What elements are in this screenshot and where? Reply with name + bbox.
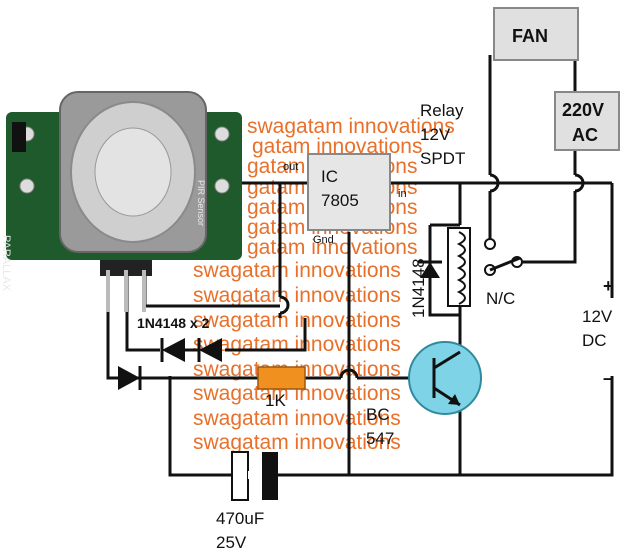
coil-winding-icon [456,231,466,305]
pin-vcc [142,270,146,312]
diode-icon [199,338,222,362]
watermark-line: swagatam innovations [193,309,401,332]
wire-crossover-3 [489,173,500,193]
pin-out [124,270,128,312]
transistor-collector [433,350,461,370]
capacitor-plate-positive [231,451,249,501]
transistor-bc547: BC 547 [366,341,482,448]
regulator-out-label: out [283,161,298,173]
board-text: PIR Sensor [196,180,206,226]
regulator-part: 7805 [321,191,359,210]
wire-flyback [428,225,460,317]
relay: Relay 12V SPDT N/C [420,101,523,308]
supply-voltage: 12V [582,307,613,326]
pir-lens-icon [94,127,172,217]
mounting-hole-icon [214,178,230,194]
wire-relay-no [520,191,577,264]
supply-minus: – [603,368,613,388]
transistor-label: BC [366,405,390,424]
relay-label: Relay [420,101,464,120]
transistor-part: 547 [366,429,394,448]
regulator-7805: IC 7805 out in Gnd [283,153,407,246]
pin-gnd [106,270,110,312]
capacitor-plate-negative [262,452,278,500]
mains-source: 220V AC [554,91,620,151]
brand-text: PARALLAX [0,235,12,292]
resistor-body [257,366,306,390]
watermark-line: swagatam innovations [193,284,401,307]
capacitor-470uf: 470uF 25V [216,451,278,551]
resistor-1k: 1K [257,366,306,410]
watermark-line: gatam innovations [247,236,417,259]
relay-nc-label: N/C [486,289,515,308]
mounting-hole-icon [214,126,230,142]
supply-type: DC [582,331,607,350]
contact-com-icon [484,238,496,250]
series-diodes: 1N4148 x 2 [137,315,222,362]
mains-type: AC [572,125,598,145]
emitter-arrow-icon [448,394,460,405]
capacitor-gap [248,471,262,479]
wire-crossover [279,295,290,315]
mains-voltage: 220V [562,100,604,120]
regulator-in-label: in [398,188,407,200]
diode-icon [420,262,440,278]
transistor-icon [408,341,482,415]
mains-box [554,91,620,151]
wire-ground-rail [168,376,614,477]
wire-diode-string [225,318,307,352]
diode-icon [118,366,140,390]
capacitor-value: 470uF [216,509,264,528]
signal-diode [118,366,142,390]
fan-label: FAN [512,26,548,46]
jumper-icon [12,122,26,152]
relay-voltage: 12V [420,125,451,144]
mounting-hole-icon [19,178,35,194]
fan: FAN [493,7,579,61]
wire-crossover-4 [574,173,585,193]
regulator-label: IC [321,167,338,186]
regulator-body [307,153,391,231]
wire-crossover-2 [339,368,359,379]
pir-sensor: PIR Sensor PARALLAX [0,91,242,312]
supply-plus: + [603,276,614,296]
watermark-line: swagatam innovations [193,259,401,282]
watermark-line: swagatam innovations [247,115,455,138]
flyback-label: 1N4148 [409,258,428,318]
regulator-gnd-label: Gnd [313,234,334,246]
relay-switch-icon [489,256,521,272]
flyback-diode: 1N4148 [409,258,442,318]
pir-header [100,260,152,276]
dc-supply: + 12V DC – [582,276,614,388]
watermark-line: gatam innovations [252,135,422,158]
resistor-label: 1K [265,391,286,410]
series-diode-label: 1N4148 x 2 [137,315,210,331]
capacitor-voltage: 25V [216,533,247,551]
watermark-line: swagatam innovations [193,333,401,356]
relay-type: SPDT [420,149,465,168]
diode-icon [162,338,185,362]
fan-box [493,7,579,61]
